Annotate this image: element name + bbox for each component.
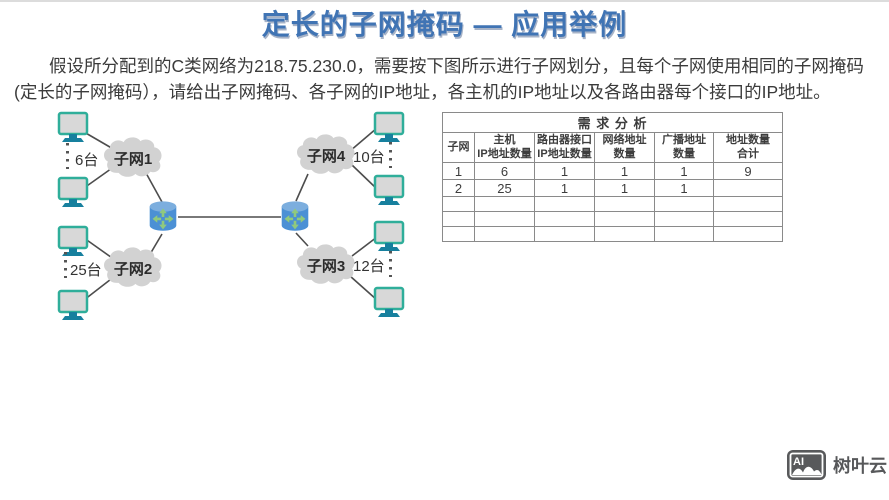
router-icon [146,198,180,236]
table-cell [474,196,535,212]
computer-icon [372,220,408,254]
host-count-label: 12台 [353,258,385,275]
col-header: 广播地址 数量 [654,132,714,163]
brand-name: 树叶云 [833,456,887,476]
top-divider [0,0,889,2]
table-cell [594,211,655,227]
table-cell: 25 [474,179,535,197]
table-cell [442,226,475,242]
host-count-label: 10台 [353,149,385,166]
router-icon [278,198,312,236]
table-cell [442,211,475,227]
col-header: 主机 IP地址数量 [474,132,535,163]
table-cell: 1 [594,179,655,197]
table-cell: 6 [474,162,535,180]
table-cell: 1 [534,162,595,180]
table-cell [474,211,535,227]
computer-icon [56,176,92,210]
table-cell [712,211,784,227]
table-cell [442,196,475,212]
table-row: 1 6 1 1 1 9 [442,162,784,180]
subnet-cloud-1: 子网1 [101,135,165,181]
computer-icon [372,174,408,208]
table-cell [712,226,784,242]
brand-logo: AI 树叶云 [786,449,887,481]
table-cell [712,179,784,197]
table-cell [654,211,714,227]
table-row [442,226,784,242]
ellipsis-dots [389,251,392,277]
intro-paragraph: 假设所分配到的C类网络为218.75.230.0，需要按下图所示进行子网划分，且… [14,53,882,105]
table-cell [534,226,595,242]
table-cell [712,196,784,212]
table-title-row: 需 求 分 析 [441,112,784,133]
table-cell: 1 [442,162,475,180]
table-cell: 1 [654,162,714,180]
table-cell [534,196,595,212]
table-cell: 1 [534,179,595,197]
ai-picture-icon: AI [787,450,826,480]
table-cell: 1 [654,179,714,197]
table-header-row: 子网 主机 IP地址数量 路由器接口 IP地址数量 网络地址 数量 广播地址 数… [442,132,784,163]
table-row [442,211,784,227]
table-cell [654,226,714,242]
subnet-label: 子网1 [113,150,153,168]
computer-icon [56,225,92,259]
subnet-label: 子网2 [113,260,153,278]
ai-label: AI [793,456,804,468]
subnet-cloud-3: 子网3 [294,242,358,288]
table-cell [654,196,714,212]
host-count-label: 25台 [70,262,102,279]
intro-line-2: (定长的子网掩码），请给出子网掩码、各子网的IP地址，各主机的IP地址以及各路由… [14,82,831,102]
subnet-label: 子网3 [306,257,346,275]
ellipsis-dots [389,142,392,168]
computer-icon [56,111,92,145]
page-title: 定长的子网掩码 — 应用举例 [261,9,628,40]
table-cell: 9 [712,162,784,180]
table-cell [594,226,655,242]
computer-icon [372,286,408,320]
col-header: 路由器接口 IP地址数量 [534,132,595,163]
subnet-label: 子网4 [306,147,346,165]
table-title: 需 求 分 析 [441,112,784,133]
table-row: 2 25 1 1 1 [442,179,784,197]
col-header: 网络地址 数量 [594,132,655,163]
ellipsis-dots [66,143,69,169]
subnet-cloud-4: 子网4 [294,132,358,178]
table-cell [534,211,595,227]
col-header: 地址数量 合计 [712,132,784,163]
computer-icon [372,111,408,145]
table-cell: 2 [442,179,475,197]
requirements-table: 需 求 分 析 子网 主机 IP地址数量 路由器接口 IP地址数量 网络地址 数… [441,112,784,242]
table-cell: 1 [594,162,655,180]
table-row [442,196,784,212]
computer-icon [56,289,92,323]
table-cell [474,226,535,242]
intro-line-1: 假设所分配到的C类网络为218.75.230.0，需要按下图所示进行子网划分，且… [49,56,864,76]
host-count-label: 6台 [75,152,99,169]
table-cell [594,196,655,212]
ellipsis-dots [64,252,67,278]
col-header: 子网 [442,132,475,163]
subnet-cloud-2: 子网2 [101,245,165,291]
